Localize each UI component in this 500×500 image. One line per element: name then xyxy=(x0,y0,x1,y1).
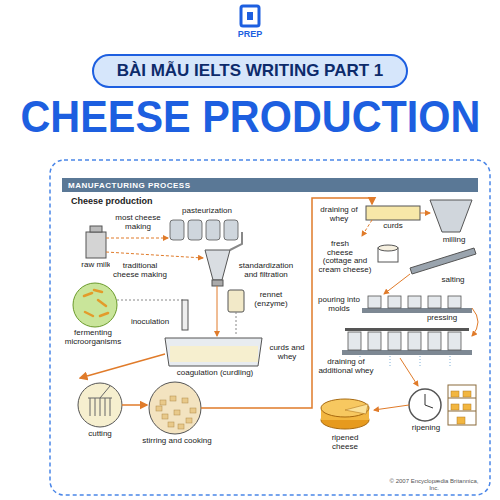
stage-label: pressing xyxy=(420,314,464,323)
drawing-stroke xyxy=(368,332,381,350)
drawing-stroke xyxy=(170,396,176,401)
node-text: MANUFACTURING PROCESS xyxy=(68,181,191,190)
header-band: MANUFACTURING PROCESS xyxy=(62,178,478,192)
drawing-stroke xyxy=(408,296,421,308)
drawing-stroke xyxy=(408,332,421,350)
stage-label: fermenting microorganisms xyxy=(62,329,124,347)
drawing-stroke xyxy=(348,332,361,350)
drawing-stroke xyxy=(168,422,174,427)
drawing-stroke xyxy=(188,220,202,240)
stage-label: standardization and filtration xyxy=(233,262,299,280)
stage-label: (cottage and cream cheese) xyxy=(316,257,374,275)
drawing-stroke xyxy=(160,400,166,405)
stage-label: milling xyxy=(434,236,474,245)
stage-label: pouring into molds xyxy=(316,296,362,314)
stage-label: curds xyxy=(376,222,410,231)
stage-label: traditional cheese making xyxy=(110,262,170,280)
stage-label: ripening xyxy=(405,424,447,433)
drawing-stroke xyxy=(170,220,184,240)
drawing-stroke xyxy=(388,332,401,350)
drawing-stroke xyxy=(368,296,381,308)
drawing-stroke xyxy=(174,410,180,415)
title: CHEESE PRODUCTION xyxy=(0,92,500,142)
drawing-stroke xyxy=(162,414,168,419)
drawing-stroke xyxy=(224,220,238,240)
stage-label: draining of additional whey xyxy=(316,358,376,376)
drawing-stroke xyxy=(388,296,401,308)
node-text: BÀI MẪU IELTS WRITING PART 1 xyxy=(117,61,384,81)
stage-label: ripened cheese xyxy=(318,434,372,452)
stage-label: rennet (enzyme) xyxy=(248,291,294,309)
drawing-stroke xyxy=(448,332,461,350)
drawing-stroke xyxy=(156,406,162,411)
subtitle: Cheese production xyxy=(70,197,160,207)
title-pill: BÀI MẪU IELTS WRITING PART 1 xyxy=(92,54,408,88)
logo-text: PREP xyxy=(225,30,275,40)
stage-label: coagulation (curdling) xyxy=(166,369,264,378)
stage-label: pasteurization xyxy=(172,207,242,216)
drawing-stroke xyxy=(428,332,441,350)
drawing-stroke xyxy=(206,220,220,240)
stage-label: fresh cheese xyxy=(318,240,362,258)
stage-label: cutting xyxy=(78,430,122,439)
stage-label: salting xyxy=(432,276,474,285)
drawing-stroke xyxy=(448,296,461,308)
drawing-stroke xyxy=(428,296,441,308)
drawing-stroke xyxy=(186,418,192,423)
stage-label: most cheese making xyxy=(112,214,164,232)
stage-label: curds and whey xyxy=(266,344,308,362)
stage-label: stirring and cooking xyxy=(132,437,222,446)
drawing-stroke xyxy=(178,424,184,429)
drawing-stroke xyxy=(190,408,196,413)
copyright-note: © 2007 Encyclopædia Britannica, Inc. xyxy=(384,478,484,491)
stage-label: draining of whey xyxy=(316,206,362,224)
drawing-stroke xyxy=(182,398,188,403)
stage-label: inoculation xyxy=(124,318,176,327)
